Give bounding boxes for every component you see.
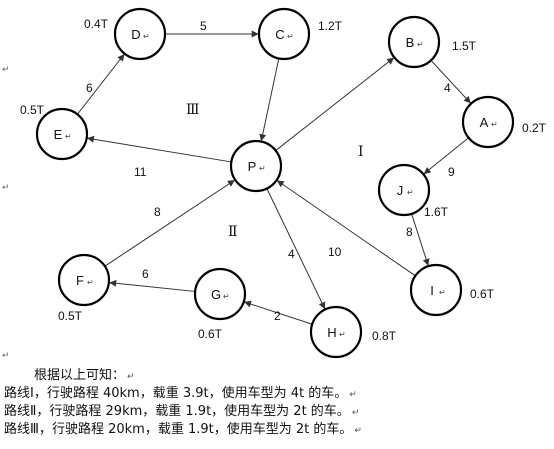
conclusion-route-2: 路线Ⅱ，行驶路程 29km，载重 1.9t，使用车型为 2t 的车。↵ bbox=[4, 404, 360, 419]
edge-p-b bbox=[275, 57, 395, 151]
node-label-h: H bbox=[327, 325, 336, 340]
edge-weight-e-d: 6 bbox=[86, 81, 93, 95]
paragraph-mark: ↵ bbox=[339, 330, 346, 339]
node-label-c: C bbox=[275, 27, 284, 42]
route-label-1: Ⅰ bbox=[358, 145, 364, 160]
node-label-e: E bbox=[54, 127, 63, 142]
demand-h: 0.8T bbox=[372, 329, 397, 343]
node-label-d: D bbox=[131, 27, 140, 42]
paragraph-mark: ↵ bbox=[143, 32, 150, 41]
edge-e-d bbox=[76, 53, 125, 115]
node-f bbox=[57, 253, 111, 307]
node-h bbox=[309, 305, 363, 359]
edge-h-g bbox=[244, 300, 313, 325]
node-g bbox=[193, 267, 247, 321]
edge-b-a bbox=[430, 60, 471, 104]
demand-b: 1.5T bbox=[452, 39, 477, 53]
edge-c-p bbox=[259, 58, 280, 142]
edge-weight-d-c: 5 bbox=[200, 19, 207, 33]
paragraph-mark: ↵ bbox=[417, 40, 424, 49]
node-i bbox=[409, 263, 463, 317]
edge-weight-b-a: 4 bbox=[444, 81, 451, 95]
paragraph-mark: ↵ bbox=[439, 288, 446, 297]
node-label-f: F bbox=[76, 273, 84, 288]
paragraph-mark: ↵ bbox=[2, 64, 10, 74]
edge-f-p bbox=[104, 179, 235, 267]
paragraph-mark: ↵ bbox=[223, 292, 230, 301]
node-c bbox=[257, 7, 311, 61]
paragraph-mark: ↵ bbox=[491, 120, 498, 129]
demand-j: 1.6T bbox=[424, 205, 449, 219]
demand-a: 0.2T bbox=[522, 121, 547, 135]
node-d bbox=[113, 7, 167, 61]
edge-weight-p-h: 4 bbox=[288, 247, 295, 261]
node-e bbox=[35, 107, 89, 161]
node-b bbox=[387, 15, 441, 69]
node-j bbox=[377, 163, 431, 217]
demand-g: 0.6T bbox=[198, 327, 223, 341]
node-label-i: I bbox=[430, 283, 434, 298]
node-label-a: A bbox=[480, 115, 489, 130]
demand-c: 1.2T bbox=[318, 19, 343, 33]
edge-g-f bbox=[109, 279, 196, 292]
node-label-j: J bbox=[397, 183, 404, 198]
paragraph-mark: ↵ bbox=[2, 182, 10, 192]
node-label-b: B bbox=[406, 35, 415, 50]
conclusion-route-3: 路线Ⅲ，行驶路程 20km，载重 1.9t，使用车型为 2t 的车。↵ bbox=[4, 422, 362, 437]
edge-i-p bbox=[276, 180, 416, 277]
edge-weight-h-g: 2 bbox=[274, 309, 281, 323]
demand-e: 0.5T bbox=[20, 103, 45, 117]
edge-p-e bbox=[86, 135, 232, 163]
edge-p-h bbox=[266, 188, 326, 310]
node-label-p: P bbox=[248, 159, 257, 174]
edge-j-i bbox=[411, 213, 430, 266]
conclusion-route-1: 路线Ⅰ，行驶路程 40km，载重 3.9t，使用车型为 4t 的车。↵ bbox=[4, 386, 357, 401]
node-a bbox=[461, 95, 515, 149]
route-label-2: Ⅱ bbox=[228, 225, 238, 240]
route-label-3: Ⅲ bbox=[186, 103, 200, 118]
demand-f: 0.5T bbox=[58, 309, 83, 323]
edge-weight-p-e: 11 bbox=[134, 165, 147, 179]
paragraph-mark: ↵ bbox=[2, 350, 10, 360]
node-p bbox=[229, 139, 283, 193]
demand-d: 0.4T bbox=[84, 17, 109, 31]
paragraph-mark: ↵ bbox=[407, 188, 414, 197]
edge-weight-j-i: 8 bbox=[406, 225, 413, 239]
node-label-g: G bbox=[211, 287, 221, 302]
demand-i: 0.6T bbox=[470, 287, 495, 301]
paragraph-mark: ↵ bbox=[87, 278, 94, 287]
edge-weight-a-j: 9 bbox=[448, 165, 455, 179]
edge-a-j bbox=[423, 137, 469, 175]
edge-weight-f-p: 8 bbox=[154, 205, 161, 219]
edge-weight-g-f: 6 bbox=[142, 267, 149, 281]
edge-weight-i-p: 10 bbox=[328, 245, 342, 259]
paragraph-mark: ↵ bbox=[287, 32, 294, 41]
paragraph-mark: ↵ bbox=[65, 132, 72, 141]
paragraph-mark: ↵ bbox=[259, 164, 266, 173]
conclusion-intro: 根据以上可知：↵ bbox=[34, 368, 135, 383]
